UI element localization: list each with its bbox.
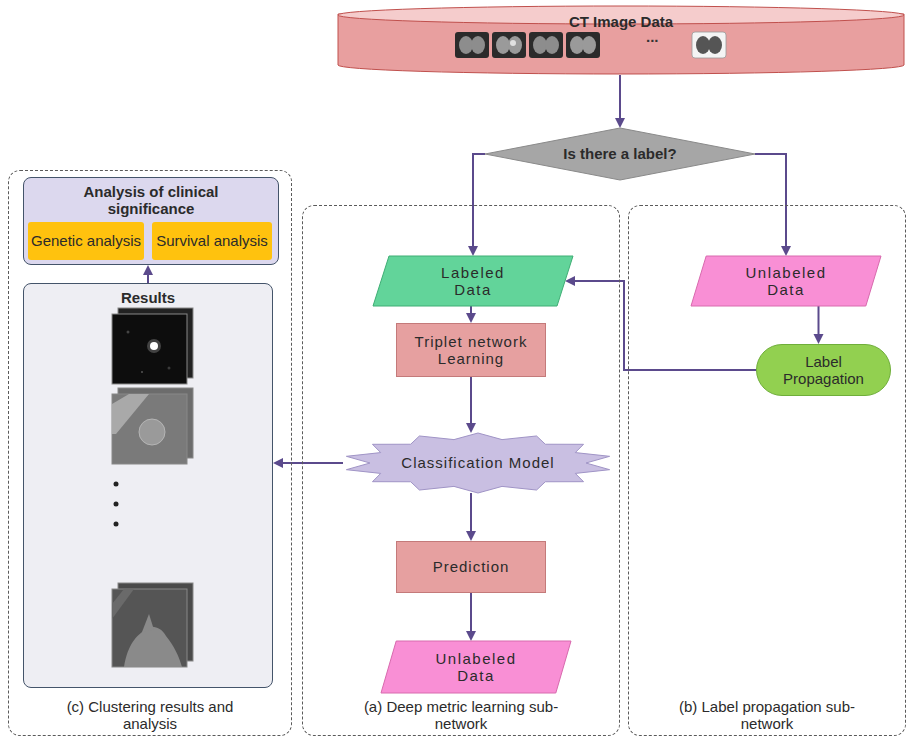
model-node: Classification Model	[343, 433, 613, 493]
subnetwork-group: (b) Label propagation sub-network Unlabel…	[628, 205, 906, 736]
arrowhead	[143, 265, 153, 275]
results-panel: Results	[23, 283, 273, 688]
nodule-image	[112, 583, 193, 667]
connector-line	[470, 377, 472, 423]
node-label: Prediction	[433, 558, 510, 575]
store-title: CT Image Data	[337, 13, 905, 30]
connector-line	[619, 75, 621, 118]
flow-arrow	[466, 306, 476, 323]
connector-line	[473, 154, 485, 246]
item-label: Survival analysis	[156, 233, 268, 250]
flow-arrow	[615, 75, 625, 128]
nodule-image	[112, 308, 193, 384]
panel-title: Results	[24, 289, 272, 306]
parallelogram-outline	[691, 256, 881, 306]
ct-slice	[455, 32, 489, 58]
node-label: Is there a label?	[563, 145, 676, 162]
node-label: Classification Model	[401, 454, 554, 471]
process-box: Prediction	[396, 541, 546, 593]
group-caption: (b) Label propagation sub-network	[667, 698, 867, 733]
flow-arrow	[814, 306, 824, 344]
cylinder-body	[338, 14, 904, 74]
process-pill: Label Propagation	[756, 344, 891, 396]
nodule-images	[24, 284, 274, 689]
ct-slice	[492, 32, 526, 58]
node-label: Unlabeled Data	[426, 650, 526, 685]
data-node: Unlabeled Data	[381, 641, 571, 693]
connector-line	[470, 593, 472, 631]
group-caption: (c) Clustering results and analysis	[50, 698, 250, 733]
ellipsis-label: ...	[646, 28, 659, 45]
connector-line	[818, 306, 820, 334]
flow-arrow	[273, 458, 343, 468]
subnetwork-group: (c) Clustering results and analysis Analy…	[8, 170, 292, 736]
connector-line	[755, 154, 786, 246]
flow-arrow	[466, 593, 476, 641]
ct-slice	[529, 32, 563, 58]
data-node: Labeled Data	[373, 256, 573, 306]
arrowhead	[466, 531, 476, 541]
ct-slice	[692, 32, 726, 58]
node-label: Label Propagation	[774, 353, 874, 388]
flow-arrow	[466, 493, 476, 541]
arrowhead	[615, 118, 625, 128]
flow-arrow	[466, 377, 476, 433]
group-caption: (a) Deep metric learning sub-network	[361, 698, 561, 733]
analysis-item: Genetic analysis	[28, 222, 144, 260]
connector-line	[283, 462, 343, 464]
arrowhead	[466, 423, 476, 433]
arrowhead	[466, 631, 476, 641]
item-label: Genetic analysis	[31, 233, 141, 250]
arrowhead	[814, 334, 824, 344]
analysis-panel: Analysis of clinical significanceGenetic…	[23, 177, 279, 265]
diamond-outline	[485, 128, 755, 180]
connector-line	[470, 493, 472, 531]
arrowhead	[468, 246, 478, 256]
starburst-outline	[346, 433, 609, 493]
process-box: Triplet network Learning	[396, 323, 546, 377]
ellipsis-dots	[114, 482, 119, 527]
node-label: Triplet network Learning	[409, 333, 534, 368]
node-label: Labeled Data	[426, 264, 521, 299]
arrowhead	[273, 458, 283, 468]
decision-node: Is there a label?	[485, 128, 755, 180]
node-label: Unlabeled Data	[736, 264, 836, 299]
flow-arrow	[143, 265, 153, 283]
data-store: CT Image Data	[337, 5, 905, 75]
nodule-image	[112, 388, 193, 464]
parallelogram-outline	[381, 641, 571, 693]
arrowhead	[781, 246, 791, 256]
data-node: Unlabeled Data	[691, 256, 881, 306]
arrowhead	[466, 313, 476, 323]
analysis-item: Survival analysis	[152, 222, 272, 260]
subnetwork-group: (a) Deep metric learning sub-network Labe…	[302, 205, 620, 736]
connector-line	[470, 306, 472, 313]
connector-line	[147, 275, 149, 283]
parallelogram-outline	[373, 256, 573, 306]
ct-slice	[566, 32, 600, 58]
panel-title: Analysis of clinical significance	[59, 183, 244, 218]
